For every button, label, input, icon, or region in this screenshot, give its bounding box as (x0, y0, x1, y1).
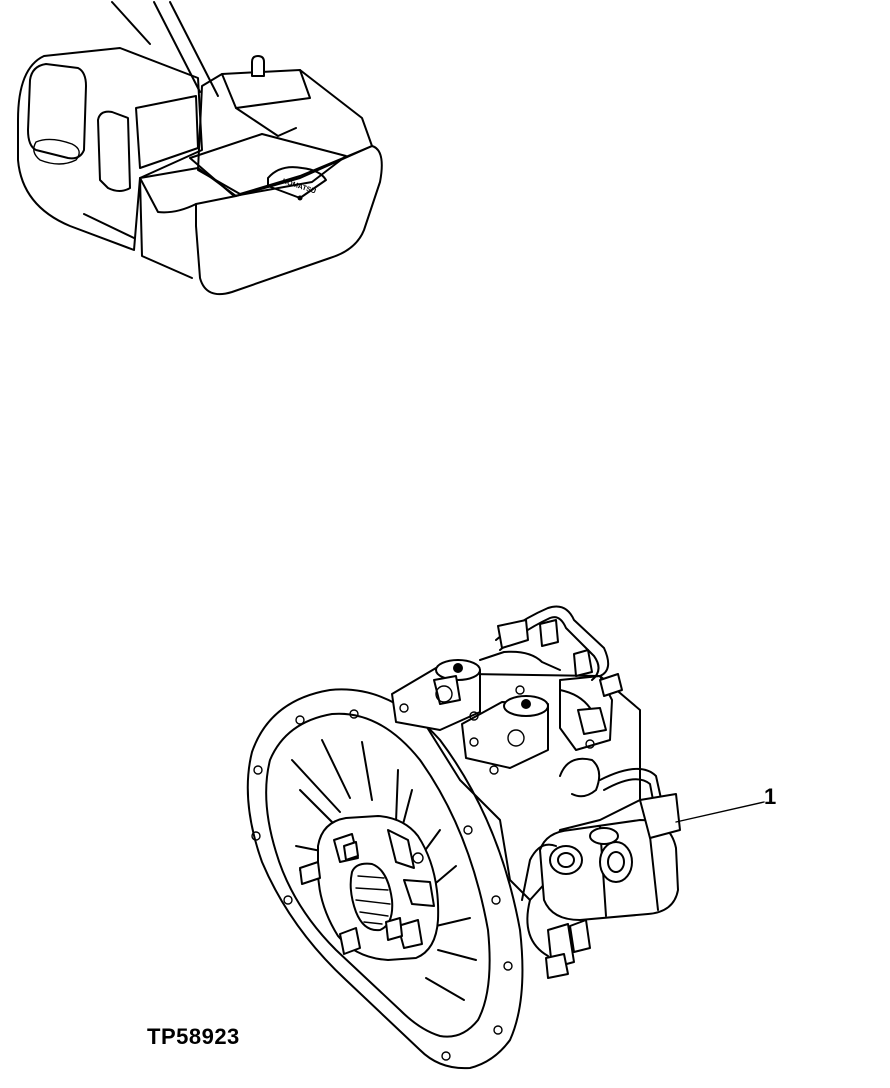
callout-1: 1 (764, 784, 777, 809)
figure-id-label: TP58923 (147, 1024, 240, 1049)
